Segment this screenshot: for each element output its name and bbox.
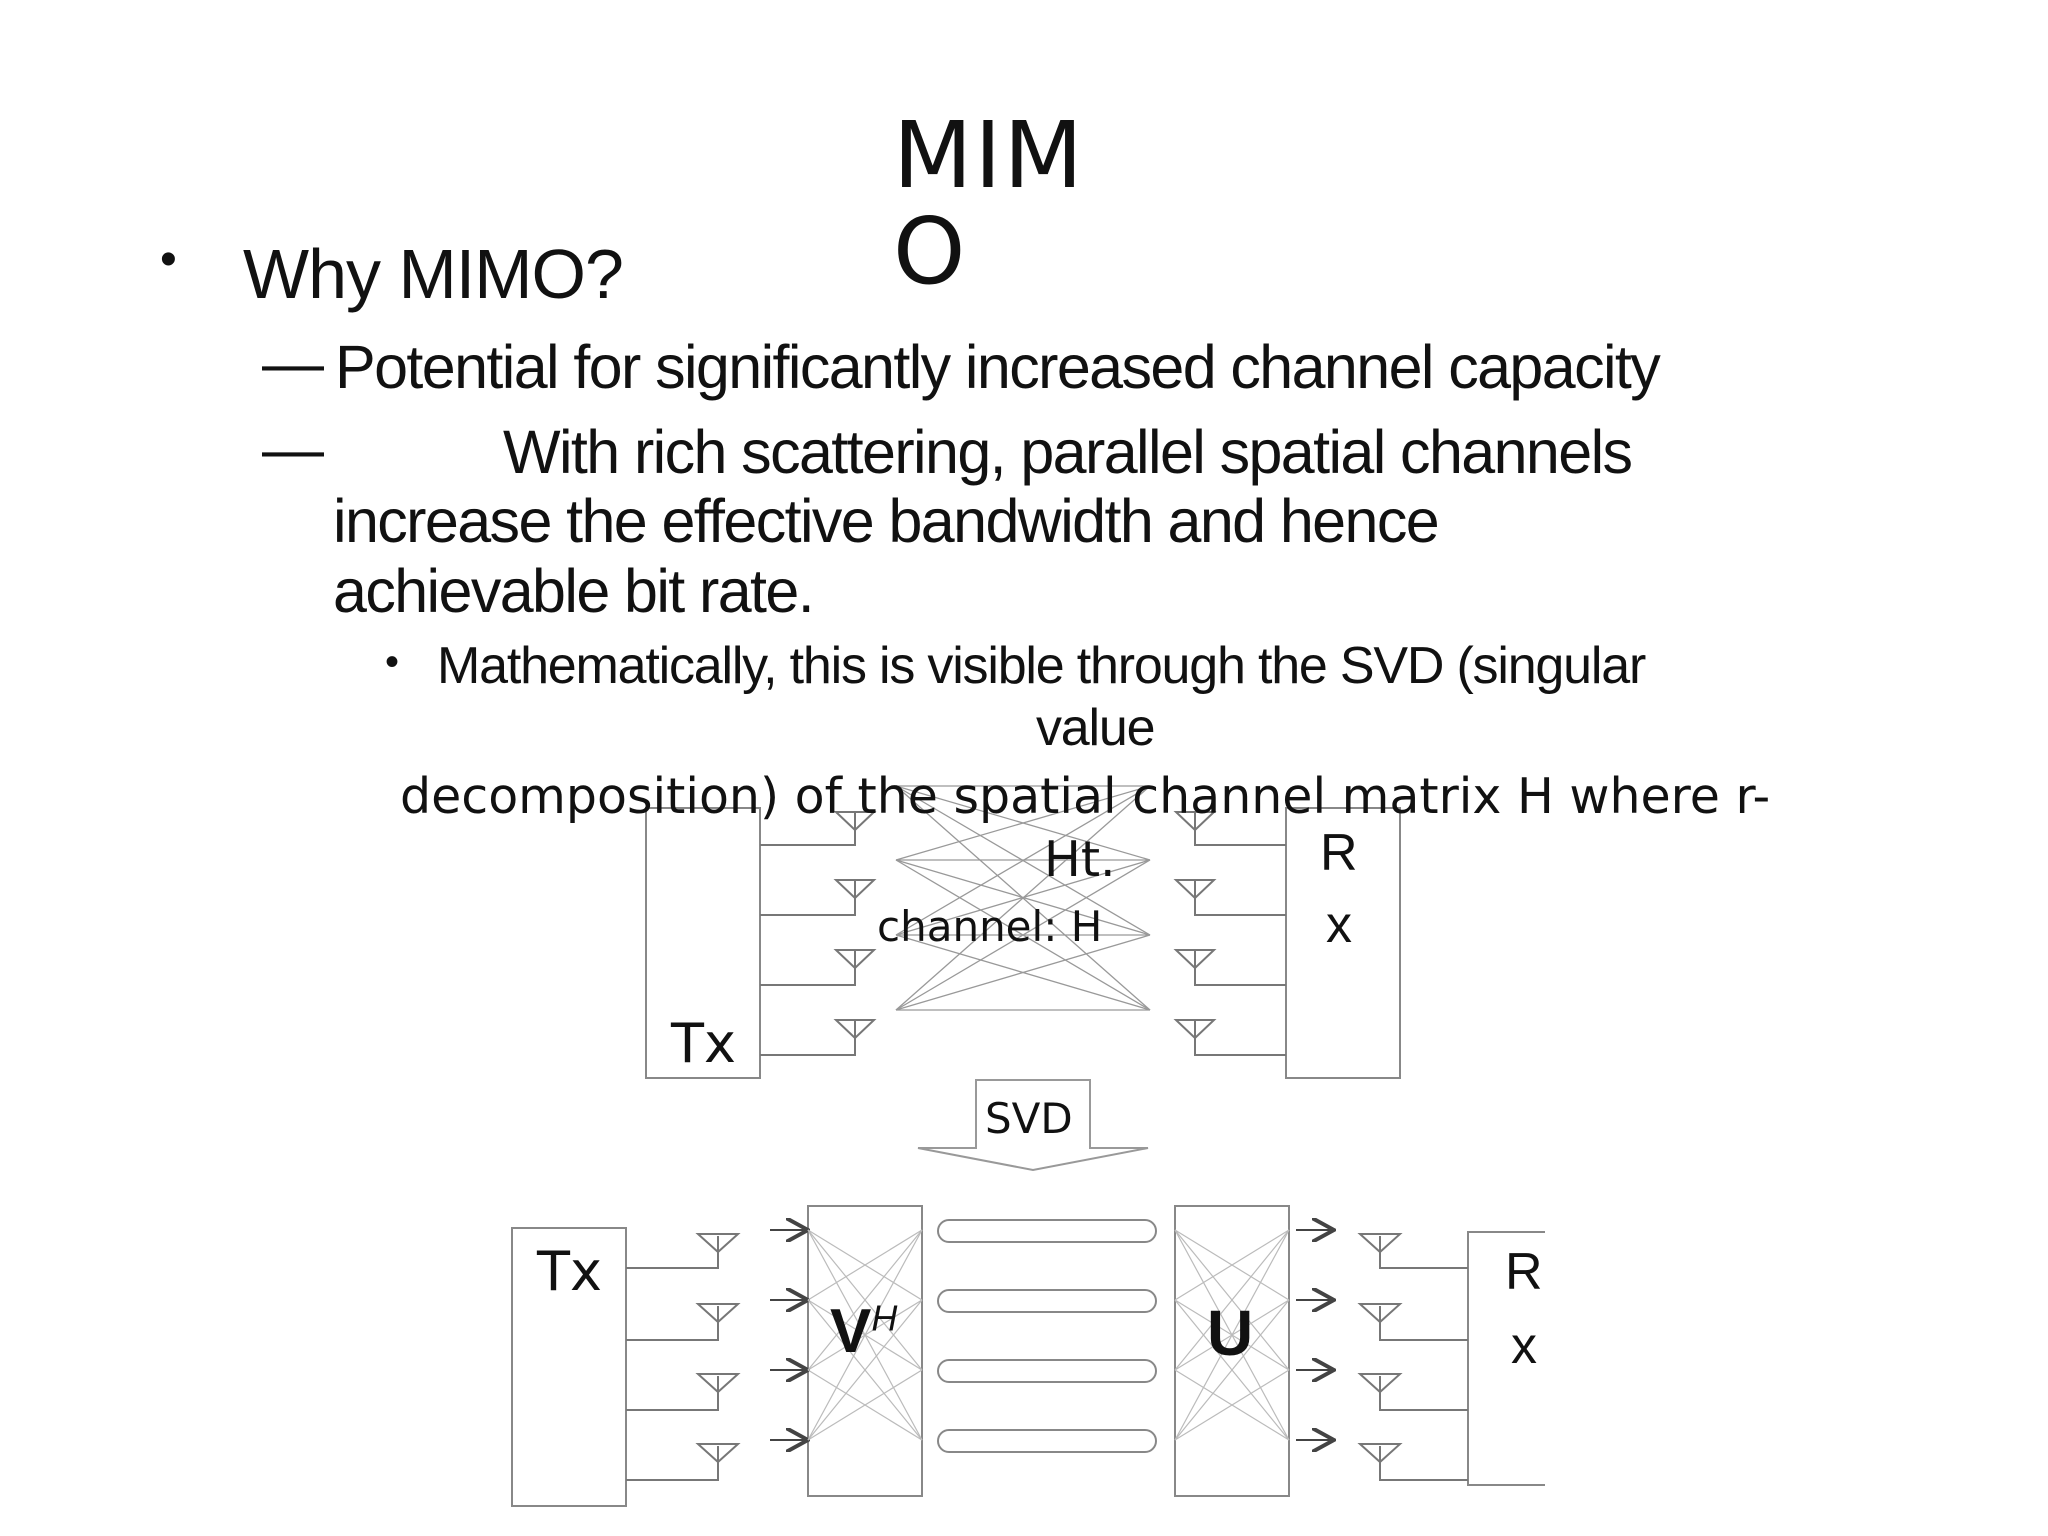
dash-glyph-1: — <box>262 329 324 398</box>
top-channel-mesh <box>895 785 1151 1011</box>
vh-label-sup: H <box>871 1297 898 1339</box>
slide-title-line1: MIM <box>893 102 1085 209</box>
channel-label: channel: H <box>877 902 1103 951</box>
dash-item-capacity: Potential for significantly increased ch… <box>335 333 1661 401</box>
sub-bullet-line1: Mathematically, this is visible through … <box>437 637 1646 695</box>
vh-label-main: V <box>830 1297 872 1366</box>
bullet-glyph: • <box>160 233 177 286</box>
bottom-rx-box <box>1467 1231 1545 1486</box>
bottom-tx-label: Tx <box>537 1240 602 1303</box>
slide-title-line2: O <box>893 198 968 305</box>
u-label: U <box>1207 1297 1254 1369</box>
u-mesh <box>1174 1229 1290 1441</box>
slide-title: MIM O <box>893 108 1085 300</box>
bullet-why-mimo: Why MIMO? <box>243 235 624 313</box>
sub-bullet-glyph: • <box>385 640 400 684</box>
sub-bullet-line4: Ht. <box>1044 831 1116 888</box>
vh-mesh <box>807 1229 923 1441</box>
top-diagram <box>645 807 1401 1079</box>
sub-bullet-line3: decomposition) of the spatial channel ma… <box>400 768 1771 825</box>
bottom-tx-antennas <box>626 1233 741 1481</box>
bottom-rx-label-x: x <box>1511 1317 1537 1375</box>
svd-arrow <box>917 1079 1149 1172</box>
dash-item-scattering-line3: achievable bit rate. <box>333 557 815 625</box>
bottom-diagram <box>511 1205 1545 1507</box>
bottom-tx-box <box>511 1227 627 1507</box>
top-rx-label-r: R <box>1320 824 1358 882</box>
sub-bullet-line2: value <box>1036 699 1156 757</box>
top-rx-antennas <box>1173 811 1286 1056</box>
dash-item-scattering-line1: With rich scattering, parallel spatial c… <box>503 418 1633 486</box>
u-block <box>1174 1205 1290 1497</box>
svd-label: SVD <box>985 1094 1073 1143</box>
vh-input-arrows <box>770 1230 806 1440</box>
dash-item-scattering-line2: increase the effective bandwidth and hen… <box>333 487 1440 555</box>
dash-glyph-2: — <box>262 415 324 484</box>
bottom-rx-label-r: R <box>1505 1243 1543 1301</box>
top-tx-label: Tx <box>671 1012 736 1075</box>
top-tx-antennas <box>760 811 877 1056</box>
top-tx-box <box>645 807 761 1079</box>
u-output-arrows <box>1296 1230 1332 1440</box>
top-rx-label-x: x <box>1326 896 1352 954</box>
vh-block <box>807 1205 923 1497</box>
top-rx-box <box>1285 807 1401 1079</box>
parallel-channels <box>937 1219 1157 1453</box>
vh-label: VH <box>830 1296 897 1367</box>
bottom-rx-antennas <box>1357 1233 1468 1481</box>
